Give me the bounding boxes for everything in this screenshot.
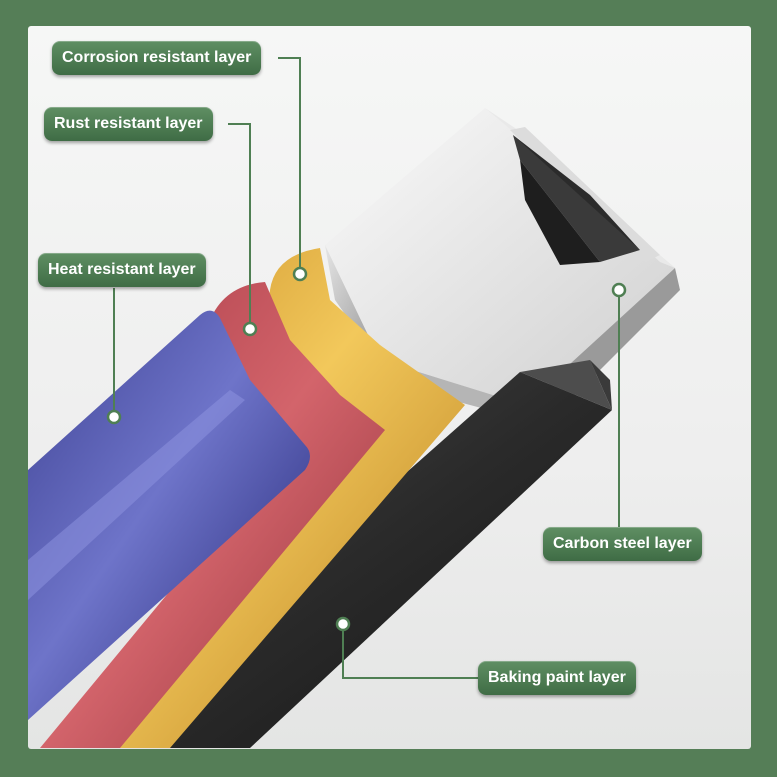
rust-leader bbox=[228, 123, 251, 327]
carbon-dot bbox=[611, 282, 627, 298]
baking-leader bbox=[342, 624, 478, 679]
heat-layer-strip bbox=[28, 310, 310, 720]
baking-paint-label: Baking paint layer bbox=[478, 661, 636, 695]
heat-layer-label: Heat resistant layer bbox=[38, 253, 206, 287]
corrosion-layer-label: Corrosion resistant layer bbox=[52, 41, 262, 75]
baking-dot bbox=[335, 616, 351, 632]
heat-dot bbox=[106, 409, 122, 425]
corrosion-dot bbox=[292, 266, 308, 282]
carbon-steel-tube bbox=[325, 108, 680, 425]
carbon-steel-label: Carbon steel layer bbox=[543, 527, 702, 561]
rust-dot bbox=[242, 321, 258, 337]
pointer-dots bbox=[106, 266, 627, 632]
corrosion-leader bbox=[278, 57, 301, 272]
leader-lines bbox=[113, 57, 620, 679]
rust-layer-strip bbox=[40, 282, 385, 748]
corrosion-layer-strip bbox=[55, 248, 465, 748]
rust-layer-label: Rust resistant layer bbox=[44, 107, 213, 141]
